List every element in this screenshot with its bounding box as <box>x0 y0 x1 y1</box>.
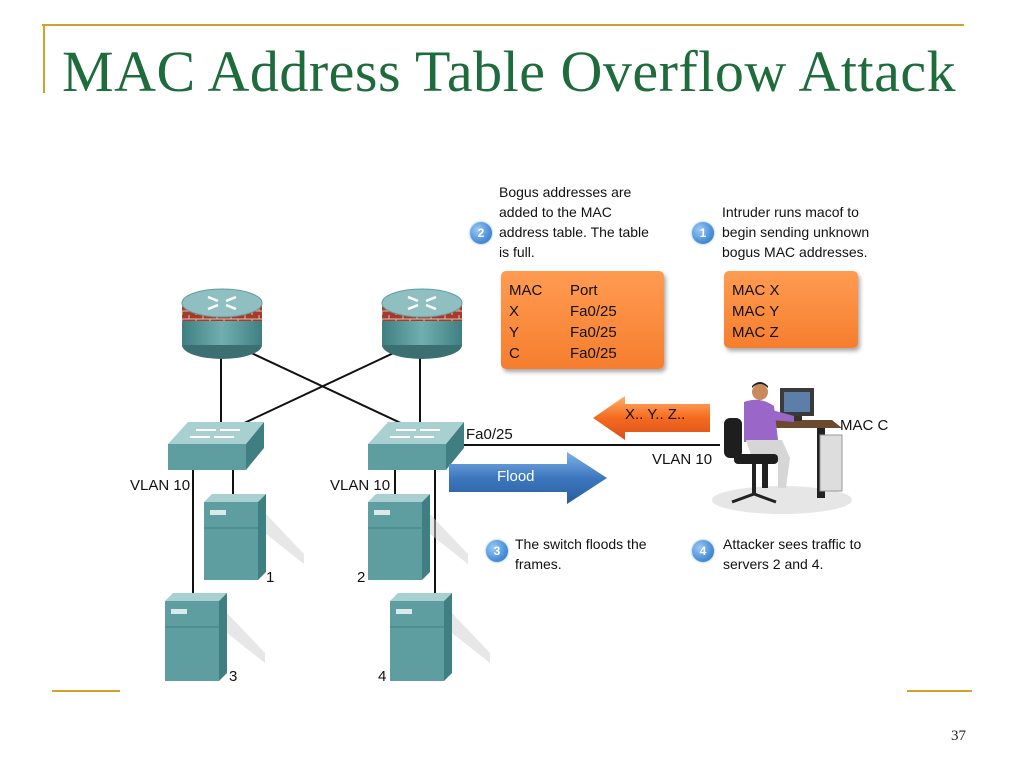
flood-label: Flood <box>497 468 535 485</box>
mac-cell: C <box>509 345 520 362</box>
mac-cell: Y <box>509 324 520 341</box>
list-item: MAC X <box>732 282 780 299</box>
mac-cell: X <box>509 303 520 320</box>
step-1-line: begin sending unknown <box>722 224 870 240</box>
step-badge-4: 4 <box>692 540 714 562</box>
attacker-mac-label: MAC C <box>840 417 889 434</box>
intruder-mac-list: MAC X MAC Y MAC Z <box>724 271 858 348</box>
server-icon <box>390 593 490 681</box>
step-3-line: The switch floods the <box>515 536 647 552</box>
arrow-left-icon <box>593 396 710 440</box>
port-cell: Fa0/25 <box>570 345 617 362</box>
step-3-text: The switch floods the frames. <box>515 534 647 574</box>
server-icon <box>368 494 468 580</box>
attacker-workstation-icon <box>712 382 852 514</box>
server-1-label: 1 <box>266 569 275 586</box>
step-4-line: Attacker sees traffic to <box>723 536 862 552</box>
list-item: MAC Y <box>732 303 780 320</box>
step-badge-1: 1 <box>692 222 714 244</box>
step-1-line: Intruder runs macof to <box>722 204 859 220</box>
server-icon <box>204 494 304 580</box>
vlan-attacker-label: VLAN 10 <box>652 451 713 468</box>
step-4-line: servers 2 and 4. <box>723 556 824 572</box>
step-1-text: Intruder runs macof to begin sending unk… <box>722 202 869 262</box>
step-1-line: bogus MAC addresses. <box>722 244 868 260</box>
server-4-label: 4 <box>378 668 387 685</box>
table-header-row: MAC Port <box>509 280 617 301</box>
step-badge-3: 3 <box>486 540 508 562</box>
server-icon <box>165 593 265 681</box>
switch-icon <box>168 422 264 470</box>
mac-address-table: MAC Port X Fa0/25 Y Fa0/25 C Fa0/25 <box>501 271 664 369</box>
vlan-left-label: VLAN 10 <box>130 477 191 494</box>
step-2-line: added to the MAC <box>499 204 612 220</box>
step-2-line: is full. <box>499 244 535 260</box>
page-title: MAC Address Table Overflow Attack <box>62 39 957 104</box>
port-cell: Fa0/25 <box>570 324 617 341</box>
server-2-label: 2 <box>357 569 366 586</box>
table-row: C Fa0/25 <box>509 343 617 364</box>
router-icon <box>381 288 463 359</box>
step-2-line: address table. The table <box>499 224 649 240</box>
step-4-text: Attacker sees traffic to servers 2 and 4… <box>723 534 861 574</box>
table-row: Y Fa0/25 <box>509 322 617 343</box>
vlan-mid-label: VLAN 10 <box>330 477 391 494</box>
switch-icon <box>368 422 464 470</box>
arrow-right-icon <box>449 452 607 504</box>
table-row: X Fa0/25 <box>509 301 617 322</box>
step-2-line: Bogus addresses are <box>499 184 632 200</box>
step-2-text: Bogus addresses are added to the MAC add… <box>499 182 649 262</box>
router-icon <box>181 288 263 359</box>
page-number: 37 <box>951 728 966 744</box>
port-cell: Fa0/25 <box>570 303 617 320</box>
list-item: MAC Z <box>732 324 779 341</box>
bogus-frames-label: X.. Y.. Z.. <box>625 406 686 423</box>
port-header: Port <box>570 282 598 299</box>
port-label: Fa0/25 <box>466 426 513 443</box>
step-badge-2: 2 <box>470 222 492 244</box>
mac-header: MAC <box>509 282 543 299</box>
step-3-line: frames. <box>515 556 562 572</box>
server-3-label: 3 <box>229 668 238 685</box>
